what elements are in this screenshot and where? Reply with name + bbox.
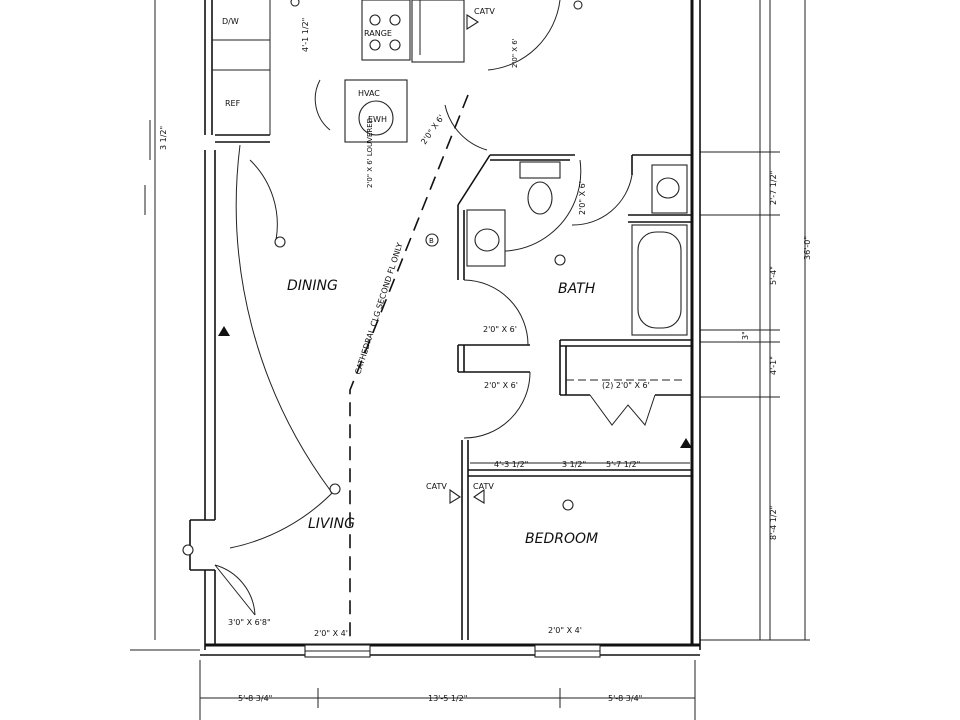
note-laundry: 2'0" X 6' LOUVERED xyxy=(366,118,374,188)
electrical-symbols xyxy=(182,0,692,556)
dimension-lines xyxy=(130,0,810,720)
bath-fixtures xyxy=(466,161,688,336)
dim-right-total: 36'-0" xyxy=(803,236,812,260)
door-swings xyxy=(214,0,656,616)
note-hall-closet: 2'0" X 6' xyxy=(419,113,446,146)
label-catv-living: CATV xyxy=(426,482,447,491)
dim-left-1: 3 1/2" xyxy=(159,126,168,150)
dim-right-1: 2'-7 1/2" xyxy=(769,171,778,205)
dim-right-5: 8'-4 1/2" xyxy=(769,506,778,540)
room-label-bedroom: BEDROOM xyxy=(525,531,598,547)
note-window-bedroom: 2'0" X 4' xyxy=(548,626,582,635)
dim-right-2: 5'-4" xyxy=(769,266,778,285)
room-label-living: LIVING xyxy=(308,516,355,532)
dim-inner-1: 4'-3 1/2" xyxy=(494,460,528,469)
windows xyxy=(304,644,601,658)
dim-top-1: 4'-1 1/2" xyxy=(301,18,310,52)
label-ref: REF xyxy=(225,99,241,108)
dim-right-4: 4'-1" xyxy=(769,356,778,375)
label-ewh: EWH xyxy=(368,115,387,124)
note-cathedral: CATHEDRAL CLG SECOND FL ONLY xyxy=(353,242,404,376)
note-window-living: 2'0" X 4' xyxy=(314,629,348,638)
note-entry-door: 3'0" X 6'8" xyxy=(228,618,271,627)
room-label-bath: BATH xyxy=(558,281,596,297)
label-dw: D/W xyxy=(222,17,239,26)
label-hvac: HVAC xyxy=(358,89,380,98)
dim-right-3: 3" xyxy=(741,331,750,340)
kitchen xyxy=(212,0,465,143)
note-bath-door: 2'0" X 6' xyxy=(483,325,517,334)
note-kitchen-door: 2'0" X 6' xyxy=(511,38,519,68)
dim-bottom-mid: 13'-5 1/2" xyxy=(428,694,467,703)
dim-bottom-left: 5'-8 3/4" xyxy=(238,694,272,703)
cathedral-ceiling-line xyxy=(349,94,469,640)
note-bedroom-door: 2'0" X 6' xyxy=(484,381,518,390)
note-closet: (2) 2'0" X 6' xyxy=(602,381,650,390)
label-range: RANGE xyxy=(364,29,392,38)
label-catv-bedroom: CATV xyxy=(473,482,494,491)
walls xyxy=(189,0,701,656)
dim-bottom-right: 5'-8 3/4" xyxy=(608,694,642,703)
note-bath-door2: 2'0" X 6' xyxy=(578,181,587,215)
dim-inner-3: 5'-7 1/2" xyxy=(606,460,640,469)
dim-inner-2: 3 1/2" xyxy=(562,460,586,469)
label-b-marker: B xyxy=(429,237,434,245)
room-label-dining: DINING xyxy=(287,278,338,294)
label-catv-kitchen: CATV xyxy=(474,7,495,16)
